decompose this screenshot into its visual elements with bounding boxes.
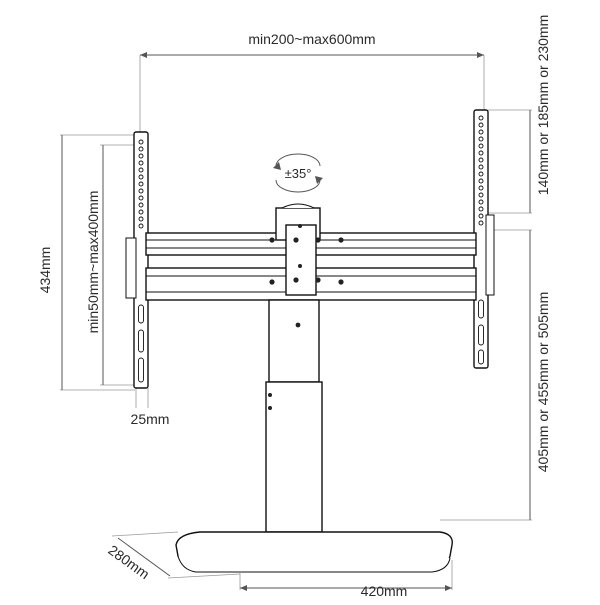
- bracket-clip: [485, 214, 495, 296]
- bolt-icon: [298, 224, 302, 228]
- base-width-label: 420mm: [361, 583, 408, 599]
- center-mount-plate: [269, 203, 344, 296]
- vertical-range-label: min50mm~max400mm: [85, 191, 101, 334]
- bracket-depth-label: 25mm: [131, 411, 170, 427]
- bracket-hole: [478, 185, 484, 191]
- base-depth-label: 280mm: [105, 542, 152, 582]
- bracket-hole: [478, 213, 484, 219]
- base-edge: [177, 555, 451, 573]
- bracket-hole: [478, 192, 484, 198]
- bracket-hole: [138, 188, 144, 194]
- cap-top: [281, 203, 315, 209]
- bolt-icon: [295, 322, 301, 328]
- bracket-hole: [478, 164, 484, 170]
- bracket-holes: [138, 139, 144, 383]
- arrow-head: [240, 585, 247, 591]
- rotation-arc: [275, 153, 321, 167]
- pole-height-dimension: 405mm or 455mm or 505mm: [440, 229, 551, 521]
- bracket-hole: [138, 216, 144, 222]
- bolt-icon: [268, 393, 272, 397]
- extension-line: [111, 531, 179, 537]
- bracket-hole: [138, 167, 144, 173]
- bolt-icon: [315, 237, 321, 243]
- bolt-icon: [269, 237, 275, 243]
- bracket-hole: [138, 139, 144, 145]
- bolt-icon: [315, 277, 321, 283]
- rotation-label: ±35°: [285, 166, 312, 181]
- bracket-hole: [138, 202, 144, 208]
- bracket-hole: [478, 199, 484, 205]
- bracket-hole: [138, 160, 144, 166]
- right-vertical-bracket: [473, 109, 495, 369]
- bracket-height-label: 434mm: [37, 247, 53, 294]
- pole: [265, 299, 323, 533]
- bracket-hole: [478, 150, 484, 156]
- bracket-hole: [478, 136, 484, 142]
- bracket-slot: [138, 304, 144, 324]
- vesa-offset-label: 140mm or 185mm or 230mm: [535, 15, 551, 196]
- pole-height-label: 405mm or 455mm or 505mm: [535, 292, 551, 473]
- bracket-hole: [478, 178, 484, 184]
- bracket-hole: [478, 122, 484, 128]
- bracket-hole: [478, 129, 484, 135]
- pole-upper: [268, 299, 320, 383]
- bracket-hole: [138, 146, 144, 152]
- bracket-depth-dimension: 25mm: [131, 388, 170, 427]
- bracket-slot: [478, 349, 484, 365]
- extension-line: [167, 573, 241, 579]
- left-vertical-bracket: [125, 131, 149, 389]
- bracket-hole: [138, 153, 144, 159]
- bracket-slot: [478, 324, 484, 346]
- bracket-height-dimension: 434mm: [37, 134, 135, 391]
- bracket-hole: [478, 220, 484, 226]
- bracket-slot: [138, 357, 144, 383]
- rotation-indicator: ±35°: [273, 153, 323, 193]
- arrow-head: [477, 52, 484, 58]
- bracket-hole: [478, 143, 484, 149]
- base-width-dimension: 420mm: [239, 560, 453, 599]
- bracket-hole: [138, 209, 144, 215]
- bracket-hole: [478, 115, 484, 121]
- pole-lower: [265, 381, 323, 533]
- bolt-icon: [268, 406, 272, 410]
- vertical-range-dimension: min50mm~max400mm: [85, 144, 135, 386]
- bolt-icon: [293, 277, 299, 283]
- bracket-clip: [125, 237, 137, 299]
- bolt-icon: [338, 237, 344, 243]
- bracket-hole: [478, 157, 484, 163]
- dimension-line: [117, 537, 171, 577]
- bolt-icon: [298, 264, 302, 268]
- bracket-hole: [138, 223, 144, 229]
- arrow-head: [445, 585, 452, 591]
- vesa-offset-dimension: 140mm or 185mm or 230mm: [488, 15, 551, 214]
- bracket-slot: [138, 329, 144, 353]
- arrow-head: [273, 162, 281, 170]
- bracket-hole: [138, 181, 144, 187]
- bracket-hole: [138, 174, 144, 180]
- width-dimension: min200~max600mm: [139, 31, 485, 135]
- rotation-arc: [275, 179, 321, 193]
- width-range-label: min200~max600mm: [248, 31, 375, 47]
- bolt-icon: [293, 237, 299, 243]
- base-plate: [175, 531, 453, 573]
- bracket-slot: [478, 299, 484, 319]
- bracket-hole: [138, 195, 144, 201]
- mount-plate: [285, 224, 317, 296]
- bolt-icon: [269, 279, 275, 285]
- arrow-head: [140, 52, 147, 58]
- bracket-hole: [478, 171, 484, 177]
- bolt-icon: [338, 279, 344, 285]
- bracket-hole: [478, 206, 484, 212]
- arrow-head: [315, 176, 323, 184]
- bracket-holes: [478, 115, 484, 365]
